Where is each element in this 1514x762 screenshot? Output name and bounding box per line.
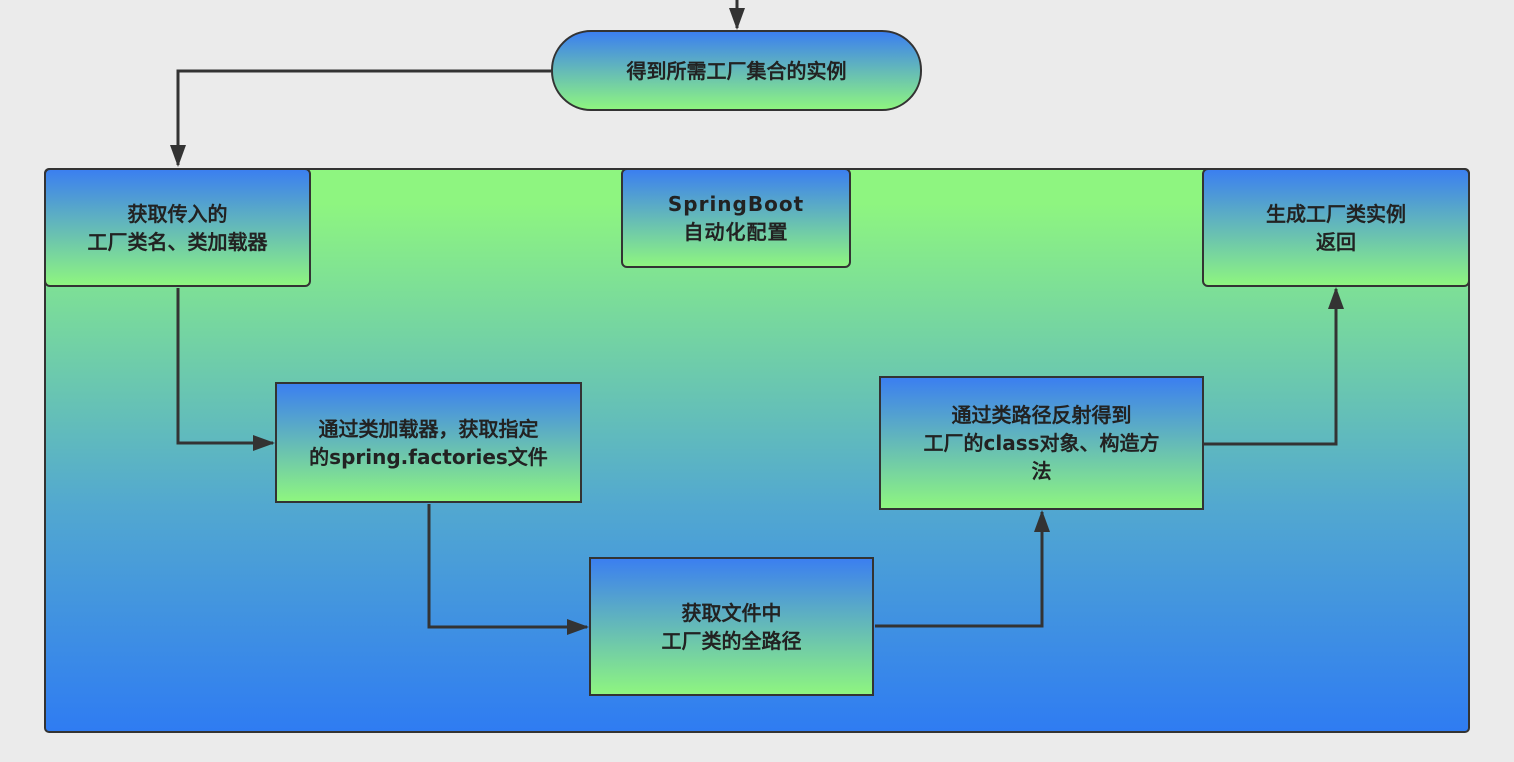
node-get-path-label: 获取文件中 工厂类的全路径 [661, 600, 802, 653]
node-load-file: 通过类加载器，获取指定 的spring.factories文件 [275, 382, 582, 503]
node-generate: 生成工厂类实例 返回 [1202, 168, 1470, 287]
node-generate-label: 生成工厂类实例 返回 [1266, 201, 1406, 254]
node-get-params: 获取传入的 工厂类名、类加载器 [44, 168, 311, 287]
arrow-start-to-get-params [170, 69, 551, 167]
node-get-path: 获取文件中 工厂类的全路径 [589, 557, 874, 696]
node-springboot: SpringBoot 自动化配置 [621, 168, 851, 268]
node-reflect: 通过类路径反射得到 工厂的class对象、构造方 法 [879, 376, 1204, 510]
node-load-file-label: 通过类加载器，获取指定 的spring.factories文件 [309, 416, 548, 469]
node-springboot-label: SpringBoot 自动化配置 [667, 192, 805, 244]
node-start: 得到所需工厂集合的实例 [551, 30, 922, 111]
node-get-params-label: 获取传入的 工厂类名、类加载器 [87, 201, 268, 254]
node-start-label: 得到所需工厂集合的实例 [626, 58, 847, 83]
node-reflect-label: 通过类路径反射得到 工厂的class对象、构造方 法 [923, 403, 1160, 483]
